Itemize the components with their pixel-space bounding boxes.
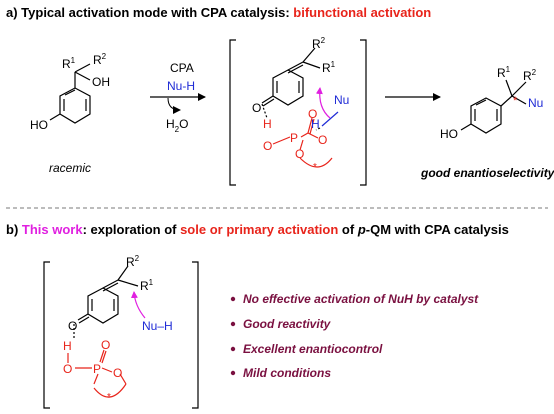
reactant-oh: OH — [92, 75, 110, 89]
ts-b-h1: H — [63, 339, 72, 353]
ts-b-labels: R2 R1 O Nu–H H O P O O * — [63, 254, 173, 403]
product-labels: R1 R2 * Nu HO good enantioselectivity — [420, 65, 554, 180]
ts-b-p: P — [93, 362, 101, 376]
product-r2: R2 — [523, 68, 537, 83]
bullet-dot — [230, 321, 236, 327]
ts-a-labels: R2 R1 O Nu H O P O O H O * — [252, 36, 349, 173]
product-r1: R1 — [497, 65, 511, 80]
ts-b-o-ring: O — [68, 319, 77, 333]
feature-text: Excellent enantiocontrol — [243, 342, 383, 356]
reactant-labels: R1 R2 OH HO racemic — [30, 52, 110, 175]
ts-a-r1: R1 — [322, 60, 336, 75]
product-ho: HO — [440, 127, 458, 141]
section-b-title: b) This work: exploration of sole or pri… — [6, 222, 509, 237]
feature-list: No effective activation of NuH by cataly… — [230, 292, 479, 380]
bullet-dot — [230, 346, 236, 352]
reactant-structure — [49, 63, 91, 124]
ts-a-brackets — [229, 39, 367, 186]
ts-a-o4: O — [295, 147, 304, 161]
reactant-ho: HO — [30, 118, 48, 132]
reactant-r1: R1 — [62, 56, 76, 71]
reactant-caption: racemic — [49, 161, 91, 175]
reaction-arrow-1: CPA Nu-H H2O — [150, 61, 206, 134]
product-nu: Nu — [528, 96, 543, 110]
ts-a-structure — [261, 47, 321, 119]
list-item: Mild conditions — [230, 366, 331, 380]
ts-b-nuh: Nu–H — [142, 319, 173, 333]
feature-text: Mild conditions — [243, 366, 331, 380]
ts-b-brackets — [43, 261, 199, 409]
bullet-dot — [230, 370, 236, 376]
ts-a-h2: H — [311, 117, 320, 131]
ts-b-attack-arrow — [130, 291, 146, 319]
list-item: No effective activation of NuH by cataly… — [230, 292, 479, 306]
ts-a-star: * — [313, 162, 317, 173]
reactant-r2: R2 — [93, 52, 107, 67]
ts-a-nu: Nu — [334, 93, 349, 107]
ts-a-p: P — [290, 131, 298, 145]
ts-b-o1: O — [63, 362, 72, 376]
ts-a-o1: O — [263, 139, 272, 153]
section-a-title: a) Typical activation mode with CPA cata… — [6, 5, 431, 20]
byproduct-water: H2O — [166, 117, 188, 134]
ts-a-o2: O — [308, 107, 317, 121]
ts-a-o3: O — [318, 133, 327, 147]
ts-b-o2: O — [101, 338, 110, 352]
ts-b-o3: O — [113, 366, 122, 380]
ts-a-o-ring: O — [252, 101, 261, 115]
ts-b-structure — [73, 265, 139, 338]
product-star: * — [513, 95, 518, 107]
bullet-dot — [230, 296, 236, 302]
product-caption: good enantioselectivity — [420, 166, 554, 180]
list-item: Excellent enantiocontrol — [230, 342, 383, 356]
ts-b-r1: R1 — [140, 278, 154, 293]
product-structure — [460, 79, 527, 134]
list-item: Good reactivity — [230, 317, 332, 331]
feature-text: Good reactivity — [243, 317, 332, 331]
ts-a-r2: R2 — [312, 36, 326, 51]
ts-b-star: * — [107, 392, 111, 403]
reagent-cpa: CPA — [170, 61, 194, 75]
ts-b-catalyst — [67, 349, 127, 398]
reagent-nuh: Nu-H — [167, 79, 195, 93]
ts-a-h1: H — [263, 117, 272, 131]
feature-text: No effective activation of NuH by cataly… — [243, 292, 479, 306]
ts-a-catalyst — [272, 117, 333, 168]
ts-b-r2: R2 — [126, 254, 140, 269]
ts-a-arrows — [315, 87, 339, 131]
